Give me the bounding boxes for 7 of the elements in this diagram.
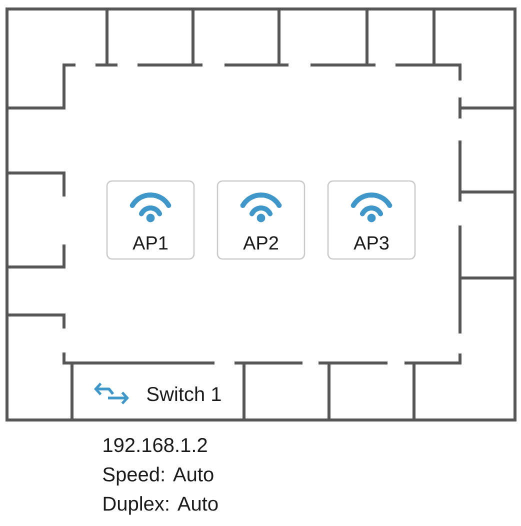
device-label: Switch 1 <box>147 386 221 402</box>
info-text: Speed: Auto <box>103 466 214 486</box>
access-point-box: AP2 <box>216 180 306 260</box>
access-point-box: AP3 <box>327 180 416 260</box>
info-text: Duplex: Auto <box>104 496 218 515</box>
info-text: 192.168.1.2 <box>104 438 207 452</box>
access-point-box: AP1 <box>106 180 195 260</box>
